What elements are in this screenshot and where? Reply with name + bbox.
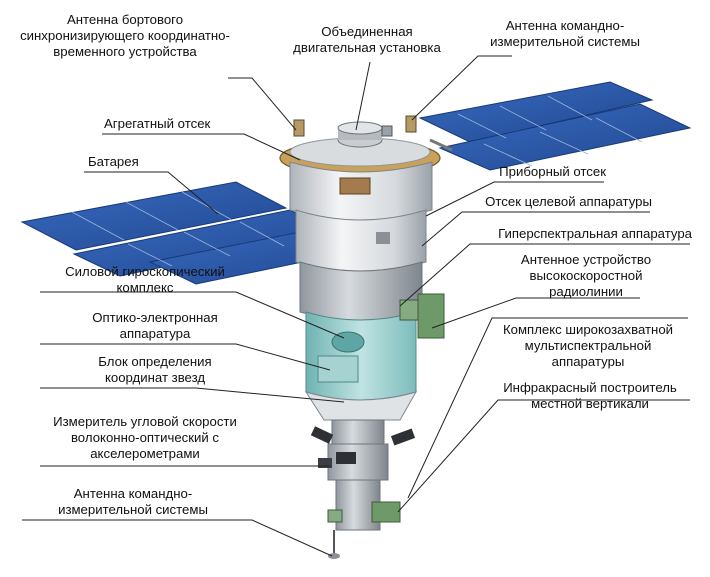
label-payload-compartment: Отсек целевой аппаратуры bbox=[440, 194, 652, 210]
spacecraft-body bbox=[279, 115, 445, 559]
label-line: аппаратуры bbox=[551, 354, 625, 369]
label-line: Объединенная bbox=[321, 24, 413, 39]
label-propulsion: Объединенная двигательная установка bbox=[272, 24, 462, 56]
label-line: мультиспектральной bbox=[524, 338, 652, 353]
label-multispectral: Комплекс широкозахватной мультиспектраль… bbox=[478, 322, 698, 370]
label-aggregate-compartment: Агрегатный отсек bbox=[104, 116, 264, 132]
label-line: комплекс bbox=[116, 280, 174, 295]
label-line: аппаратура bbox=[119, 326, 191, 341]
label-instrument-compartment: Приборный отсек bbox=[430, 164, 606, 180]
label-command-antenna-top: Антенна командно- измерительной системы bbox=[470, 18, 660, 50]
label-line: Блок определения bbox=[98, 354, 212, 369]
label-hyperspectral: Гиперспектральная аппаратура bbox=[450, 226, 692, 242]
label-star-tracker: Блок определения координат звезд bbox=[60, 354, 250, 386]
label-line: местной вертикали bbox=[531, 396, 649, 411]
label-line: Инфракрасный построитель bbox=[503, 380, 677, 395]
label-line: измерительной системы bbox=[58, 502, 208, 517]
label-sync-antenna: Антенна бортового синхронизирующего коор… bbox=[0, 12, 250, 60]
label-line: волоконно-оптический с bbox=[70, 430, 220, 445]
label-line: Батарея bbox=[88, 154, 139, 169]
label-infrared-vertical: Инфракрасный построитель местной вертика… bbox=[484, 380, 696, 412]
label-line: временного устройства bbox=[53, 44, 197, 59]
label-line: высокоскоростной bbox=[529, 268, 643, 283]
solar-panel-right bbox=[418, 81, 692, 171]
label-line: измерительной системы bbox=[490, 34, 640, 49]
label-gyro-fiber: Измеритель угловой скорости волоконно-оп… bbox=[30, 414, 260, 462]
label-highspeed-antenna: Антенное устройство высокоскоростной рад… bbox=[498, 252, 674, 300]
label-line: Оптико-электронная bbox=[92, 310, 218, 325]
label-line: Силовой гироскопический bbox=[65, 264, 225, 279]
label-line: Антенна бортового bbox=[66, 12, 184, 27]
leader-lines bbox=[22, 55, 690, 557]
label-line: двигательная установка bbox=[293, 40, 441, 55]
label-battery: Батарея bbox=[88, 154, 188, 170]
label-line: Агрегатный отсек bbox=[104, 116, 211, 131]
label-line: Гиперспектральная аппаратура bbox=[498, 226, 692, 241]
label-optoelectronic: Оптико-электронная аппаратура bbox=[60, 310, 250, 342]
label-line: Антенна командно- bbox=[505, 18, 625, 33]
label-line: Комплекс широкозахватной bbox=[502, 322, 674, 337]
label-line: Измеритель угловой скорости bbox=[53, 414, 237, 429]
label-line: Антенна командно- bbox=[73, 486, 193, 501]
label-line: синхронизирующего координатно- bbox=[20, 28, 230, 43]
label-line: координат звезд bbox=[104, 370, 206, 385]
label-command-antenna-bottom: Антенна командно- измерительной системы bbox=[28, 486, 238, 518]
label-gyro-complex: Силовой гироскопический комплекс bbox=[40, 264, 250, 296]
label-line: Антенное устройство bbox=[520, 252, 652, 267]
label-line: Отсек целевой аппаратуры bbox=[485, 194, 652, 209]
label-line: акселерометрами bbox=[90, 446, 200, 461]
label-line: радиолинии bbox=[549, 284, 623, 299]
label-line: Приборный отсек bbox=[499, 164, 606, 179]
